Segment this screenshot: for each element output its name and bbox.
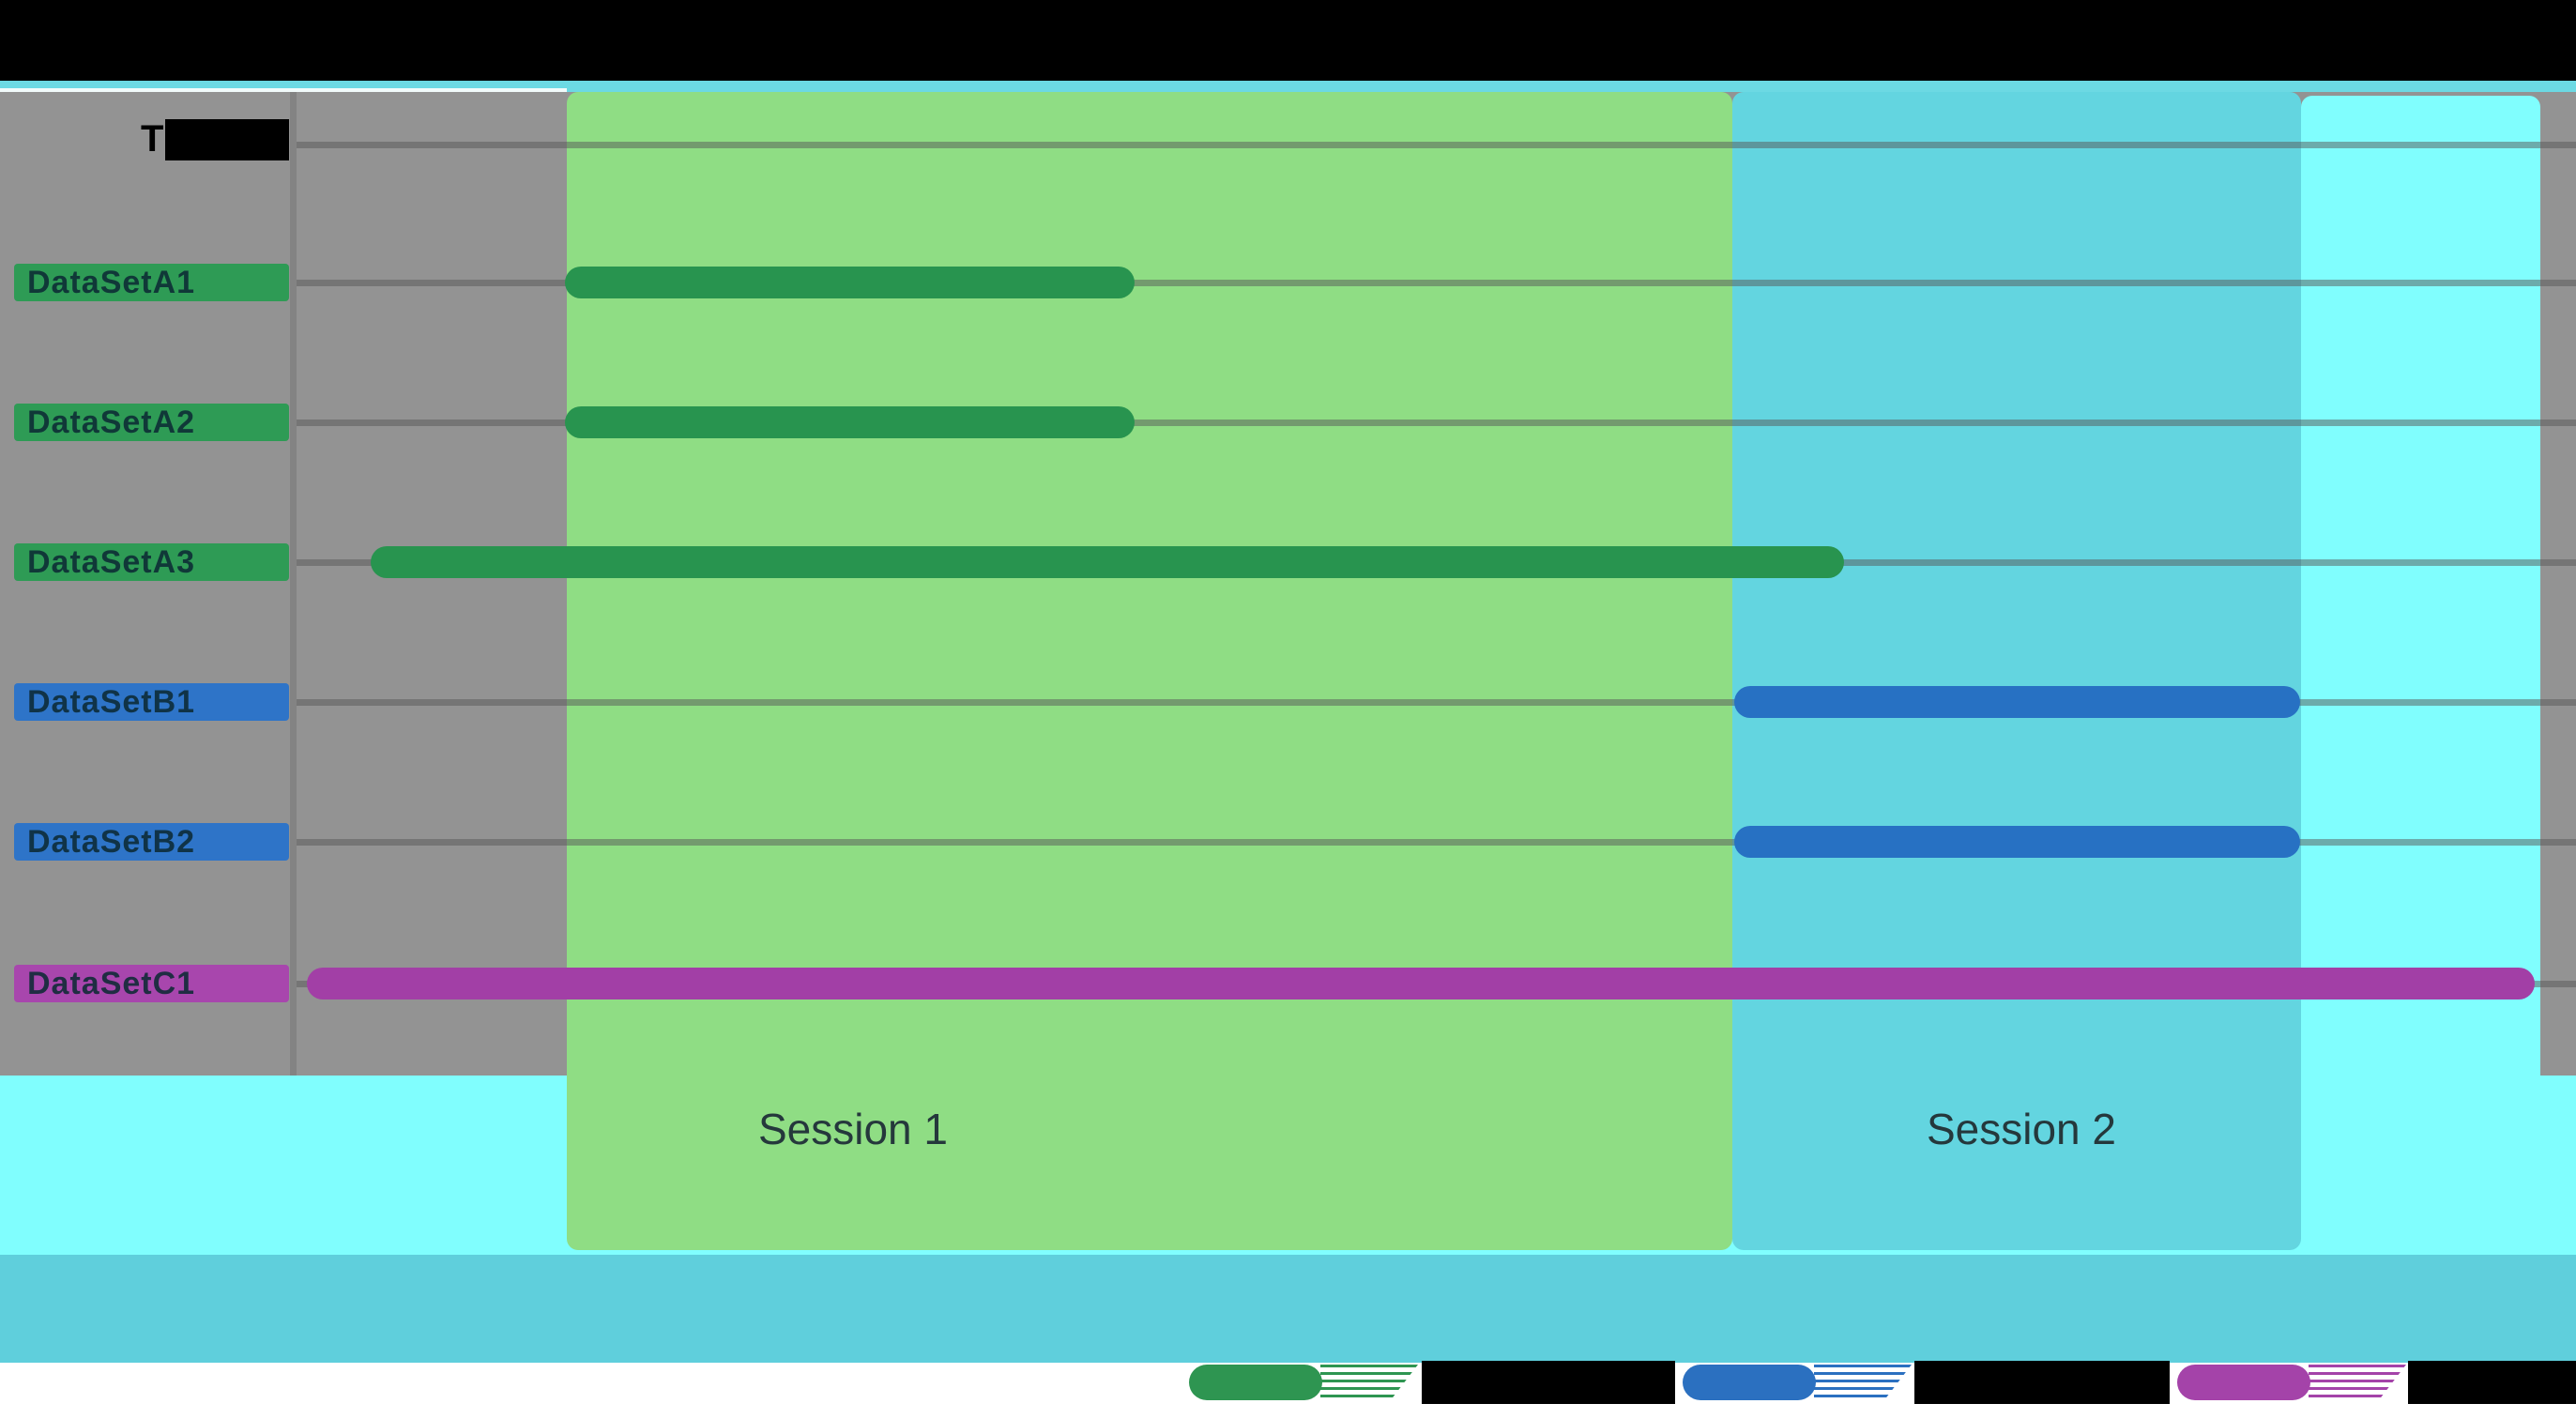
legend-swatch-green-fray xyxy=(1320,1365,1418,1400)
session1-label: Session 1 xyxy=(757,1105,949,1153)
label-gutter-divider xyxy=(290,92,297,1076)
legend-swatch-blue xyxy=(1683,1365,1816,1400)
gridline xyxy=(297,699,2576,706)
top-accent-strip xyxy=(0,81,2576,92)
aux-cyan-column xyxy=(2301,96,2540,1246)
row-label-datasetA2: DataSetA2 xyxy=(14,404,289,441)
legend-swatch-purple xyxy=(2177,1365,2310,1400)
session2-label: Session 2 xyxy=(1926,1105,2117,1153)
task-bar-datasetB2 xyxy=(1734,826,2300,858)
legend-label-redacted xyxy=(2408,1361,2576,1404)
task-bar-datasetA2 xyxy=(565,406,1135,438)
footer-teal-band xyxy=(0,1255,2576,1363)
legend-swatch-purple-fray xyxy=(2309,1365,2406,1400)
gridline xyxy=(297,839,2576,846)
chart-title: T xyxy=(141,116,163,161)
row-label-datasetC1: DataSetC1 xyxy=(14,965,289,1002)
task-bar-datasetA3 xyxy=(371,546,1844,578)
row-label-datasetB2: DataSetB2 xyxy=(14,823,289,861)
task-bar-datasetA1 xyxy=(565,267,1135,298)
row-label-datasetB1: DataSetB1 xyxy=(14,683,289,721)
legend-swatch-green xyxy=(1189,1365,1322,1400)
row-label-datasetA1: DataSetA1 xyxy=(14,264,289,301)
gridline xyxy=(297,420,2576,426)
gridline xyxy=(297,142,2576,148)
legend-swatch-blue-fray xyxy=(1814,1365,1912,1400)
top-redaction-bar xyxy=(0,0,2576,81)
gridline xyxy=(297,280,2576,286)
legend-label-redacted xyxy=(1914,1361,2170,1404)
title-redaction-box xyxy=(165,119,289,160)
plot-top-edge xyxy=(0,88,567,93)
chart-title-text: T xyxy=(141,117,164,160)
row-label-datasetA3: DataSetA3 xyxy=(14,543,289,581)
session2-column xyxy=(1732,92,2301,1250)
legend-label-redacted xyxy=(1422,1361,1675,1404)
task-bar-datasetB1 xyxy=(1734,686,2300,718)
task-bar-datasetC1 xyxy=(307,968,2535,999)
